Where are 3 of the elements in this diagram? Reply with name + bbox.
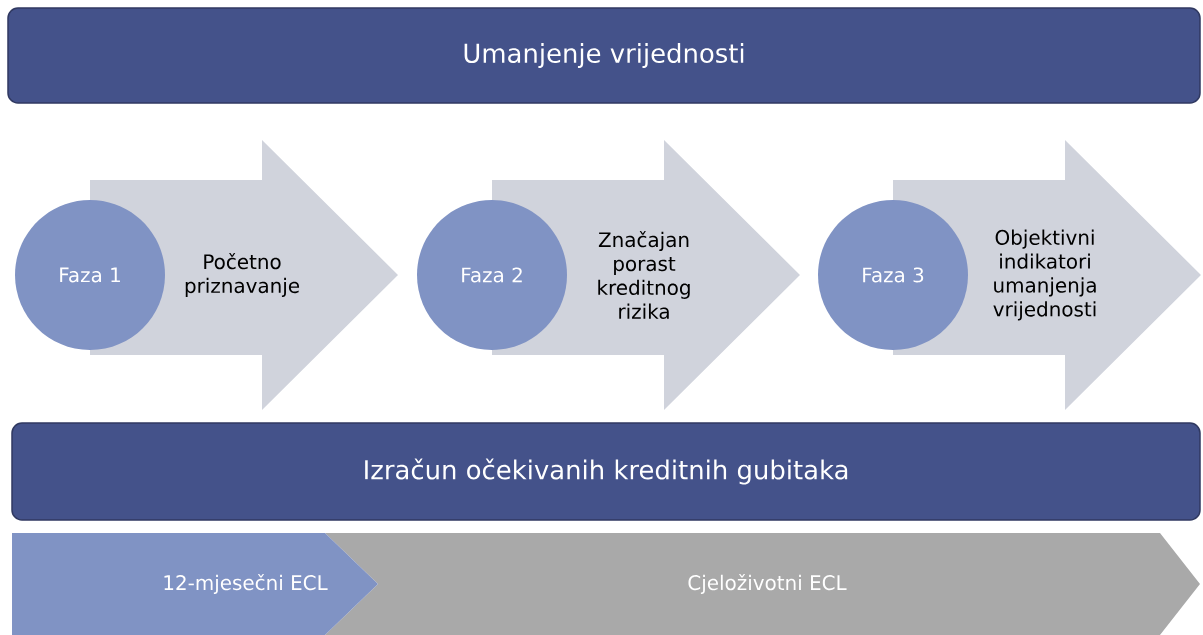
title-banner: Umanjenje vrijednosti	[7, 7, 1201, 104]
title-banner: Izračun očekivanih kreditnih gubitaka	[11, 422, 1201, 521]
chevron-band: 12-mjesečni ECL	[12, 533, 378, 635]
